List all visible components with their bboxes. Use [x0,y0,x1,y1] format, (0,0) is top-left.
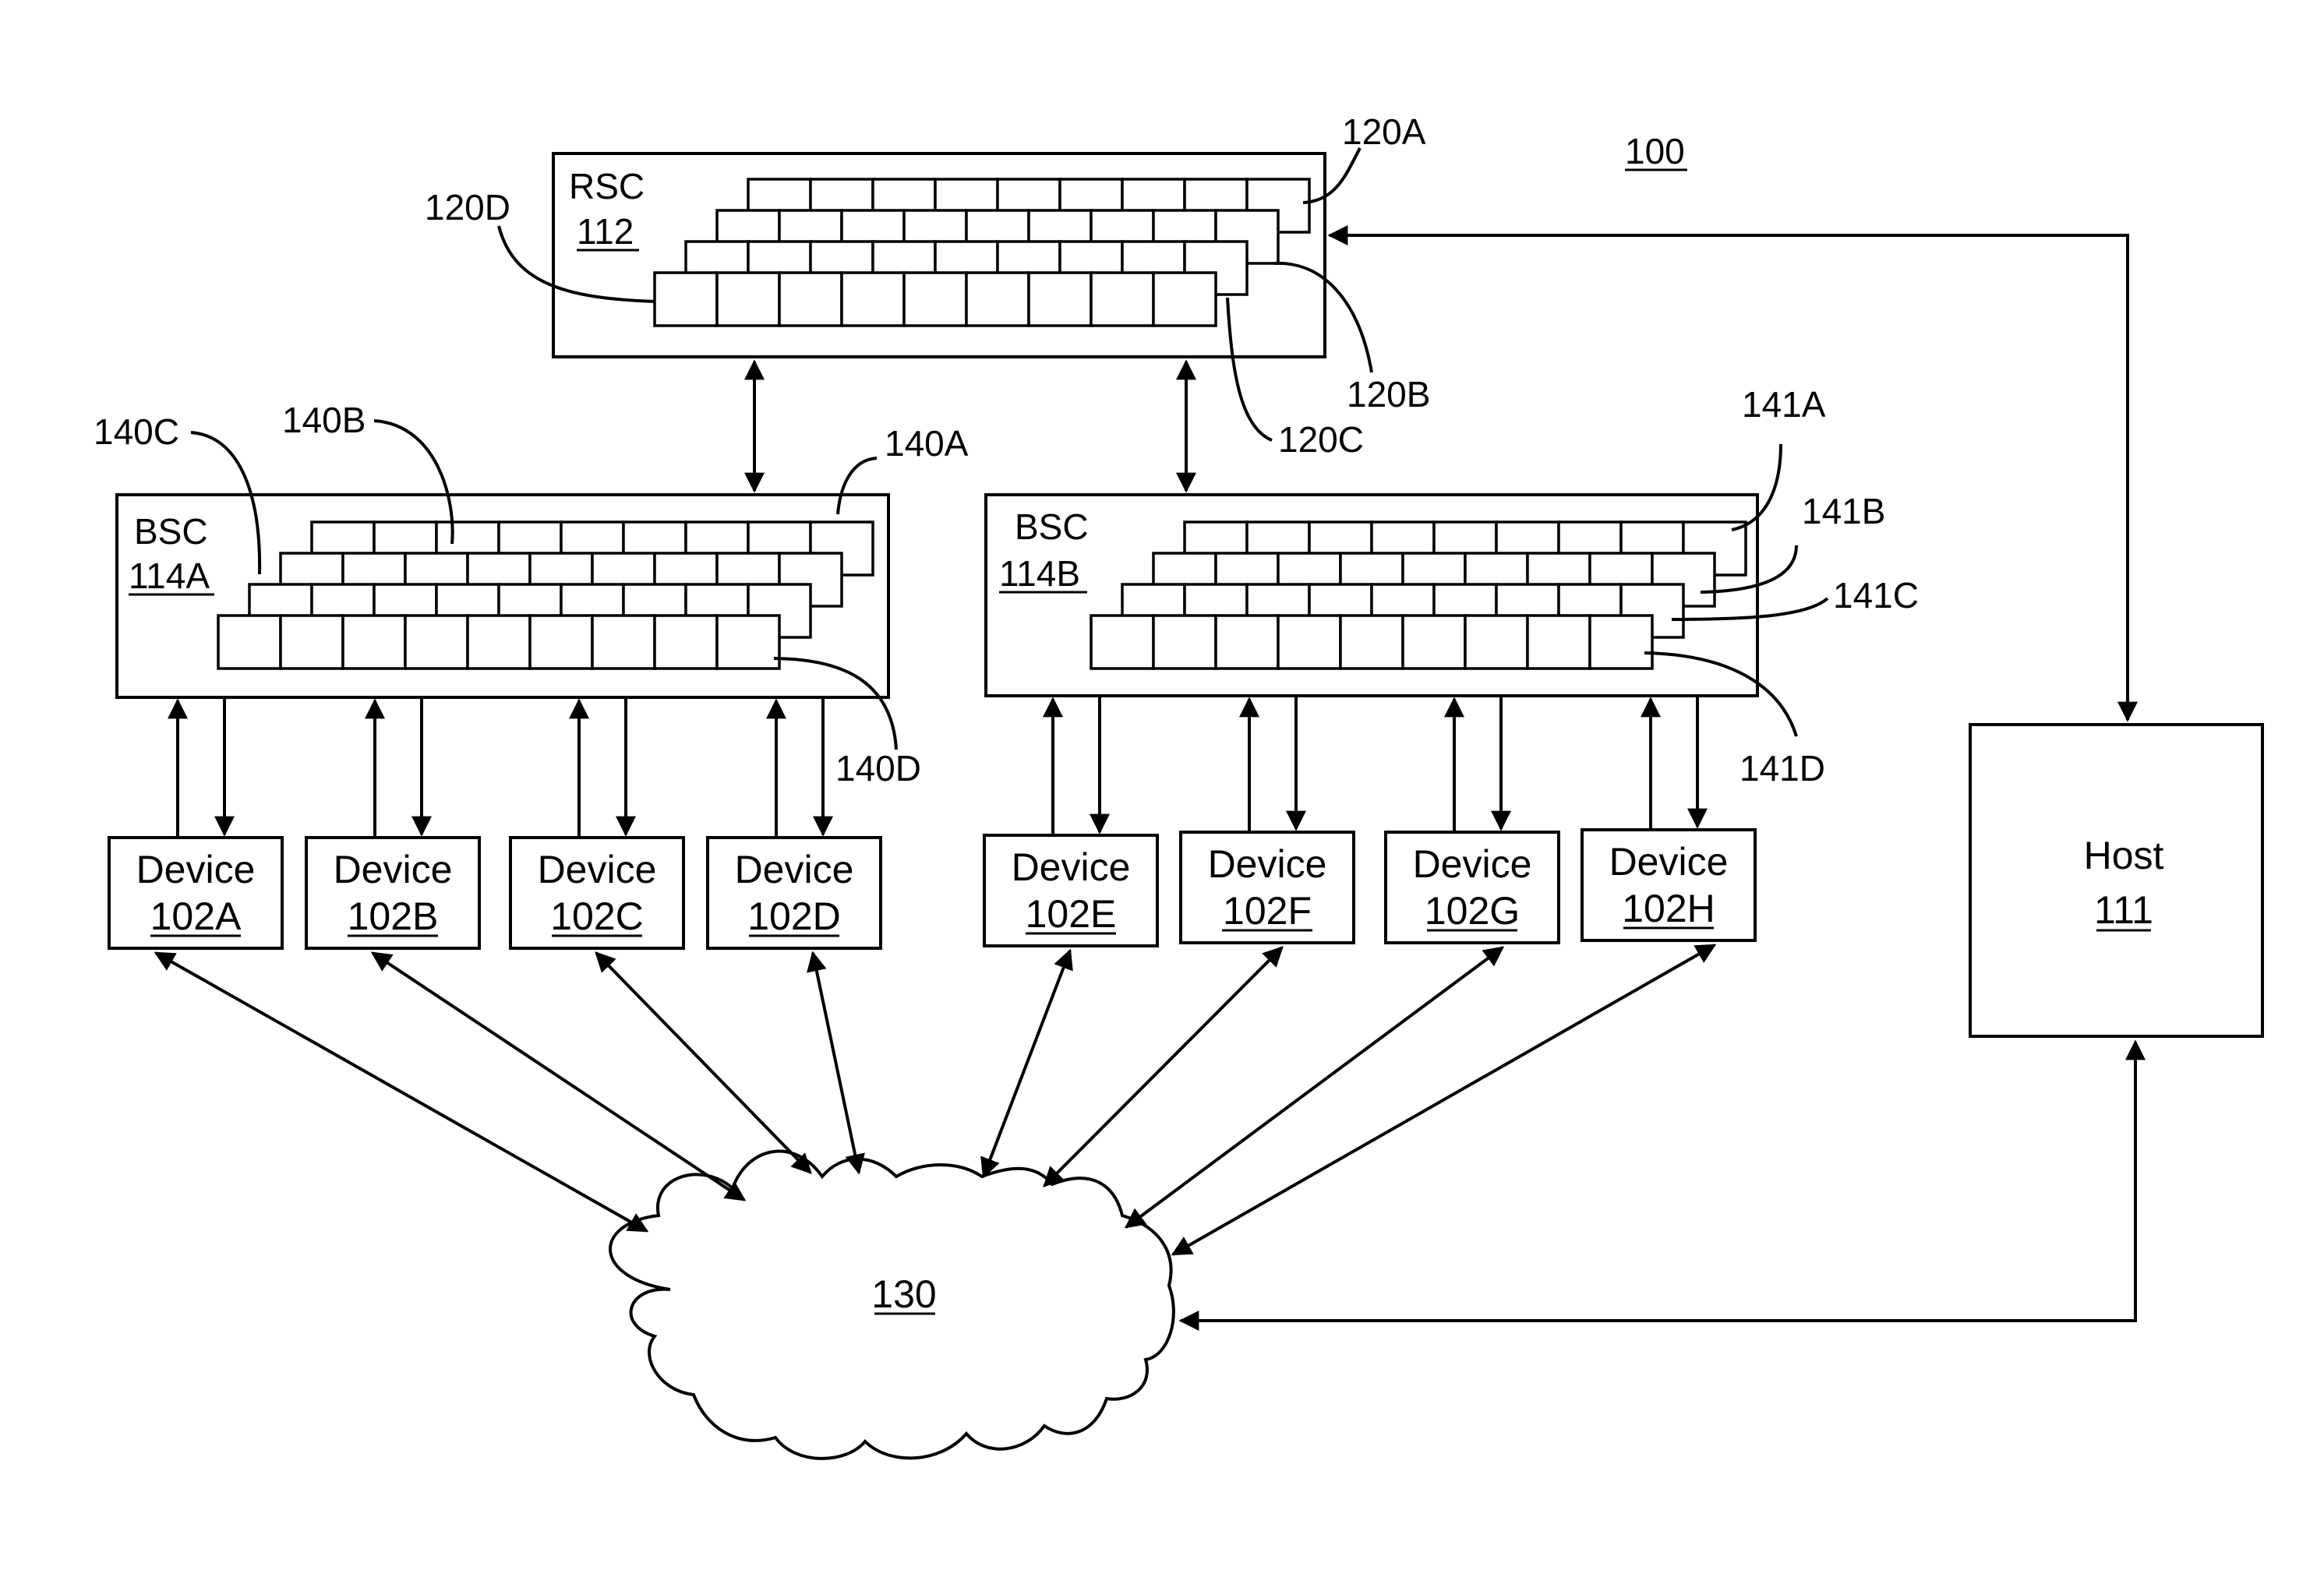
rsc-queue-label-120c: 120C [1278,419,1364,460]
host-box [1970,725,2262,1036]
bsc-a-queue-0-cell [592,616,655,669]
rsc-queue-label-120d: 120D [425,187,510,228]
device-ref: 102B [348,894,439,938]
bsc-b-queue-0-cell [1153,616,1216,669]
bsc-a-queue-0-cell [655,616,717,669]
rsc-block: RSC 112 120A 120B 120C 120D [425,111,1430,460]
device-name: Device [735,848,854,891]
host-block: Host 111 [1970,725,2262,1036]
bsc-b-queue-0-cell [1528,616,1590,669]
bsc-a-queue-label-140d: 140D [835,748,921,789]
bsc-b-queue-stack [1091,522,1746,669]
bsc-b-queue-0-cell [1091,616,1153,669]
rsc-queue-0-cell [1091,273,1153,326]
bsc-b-ref: 114B [999,553,1080,594]
bsc-b-queue-0-cell [1403,616,1465,669]
bsc-b-queue-label-141b: 141B [1802,491,1885,531]
bsc-b-queue-label-141c: 141C [1833,575,1919,616]
bsc-a-queue-0-cell [468,616,530,669]
device-ref: 102C [550,894,644,938]
bsc-b-queue-0-cell [1465,616,1528,669]
bsc-a-queue-0-cell [530,616,592,669]
device-ref: 102D [747,894,841,938]
device-network-link [596,953,811,1173]
network-cloud: 130 [610,1152,1174,1459]
bsc-a-queue-label-140b: 140B [282,400,366,440]
host-network-link [1181,1042,2135,1321]
rsc-queue-0-cell [717,273,779,326]
rsc-queue-label-120a: 120A [1342,111,1426,152]
rsc-ref: 112 [577,211,634,252]
device-ref: 102E [1026,892,1117,936]
bsc-a-queue-0-cell [281,616,343,669]
device-ref: 102F [1223,889,1312,933]
host-name: Host [2084,834,2164,877]
rsc-queue-0-cell [842,273,904,326]
bsc-a-queue-0-cell [405,616,468,669]
bsc-b-queue-label-141d: 141D [1739,748,1825,789]
rsc-queue-0-cell [904,273,966,326]
device-network-link [1126,947,1503,1227]
bsc-a-name: BSC [134,511,208,552]
rsc-name: RSC [569,166,645,206]
bsc-b-queue-0-cell [1340,616,1403,669]
rsc-queue-0-cell [655,273,717,326]
device-name: Device [334,848,453,891]
bsc-a-queue-0-cell [218,616,281,669]
device-name: Device [1012,845,1131,889]
network-ref: 130 [871,1272,936,1316]
bsc-b-queue-0-cell [1590,616,1652,669]
figure-ref: 100 [1625,131,1685,171]
host-ref: 111 [2094,888,2153,932]
device-name: Device [1208,842,1327,886]
device-network-link [1044,947,1282,1186]
rsc-queue-0-cell [966,273,1029,326]
bsc-a-ref: 114A [129,556,210,596]
device-network-link [984,951,1070,1177]
device-ref: 102G [1425,889,1520,933]
device-name: Device [1609,840,1729,884]
bsc-a-queue-label-140a: 140A [885,423,969,464]
bsc-b-queue-0-cell [1278,616,1340,669]
bsc-b-queue-0-cell [1216,616,1278,669]
device-name: Device [1413,842,1532,886]
device-network-link [813,953,859,1173]
bsc-a-queue-0-cell [343,616,405,669]
rsc-queue-stack [655,179,1309,326]
bsc-b-block: BSC 114B 141A 141B 141C 141D [986,384,1919,789]
rsc-queue-0-cell [1029,273,1091,326]
rsc-queue-label-120b: 120B [1347,374,1430,415]
device-name: Device [136,848,256,891]
device-ref: 102A [150,894,242,938]
device-network-link [156,953,647,1231]
device-ref: 102H [1622,887,1715,930]
bsc-b-queue-label-141a: 141A [1742,384,1826,425]
rsc-queue-0-cell [779,273,842,326]
bsc-b-name: BSC [1015,506,1089,547]
device-name: Device [538,848,657,891]
device-network-link [373,953,744,1200]
bsc-a-queue-0-cell [717,616,779,669]
rsc-queue-0-cell [1153,273,1216,326]
bsc-a-queue-stack [218,522,873,669]
bsc-a-queue-label-140c: 140C [94,411,179,452]
